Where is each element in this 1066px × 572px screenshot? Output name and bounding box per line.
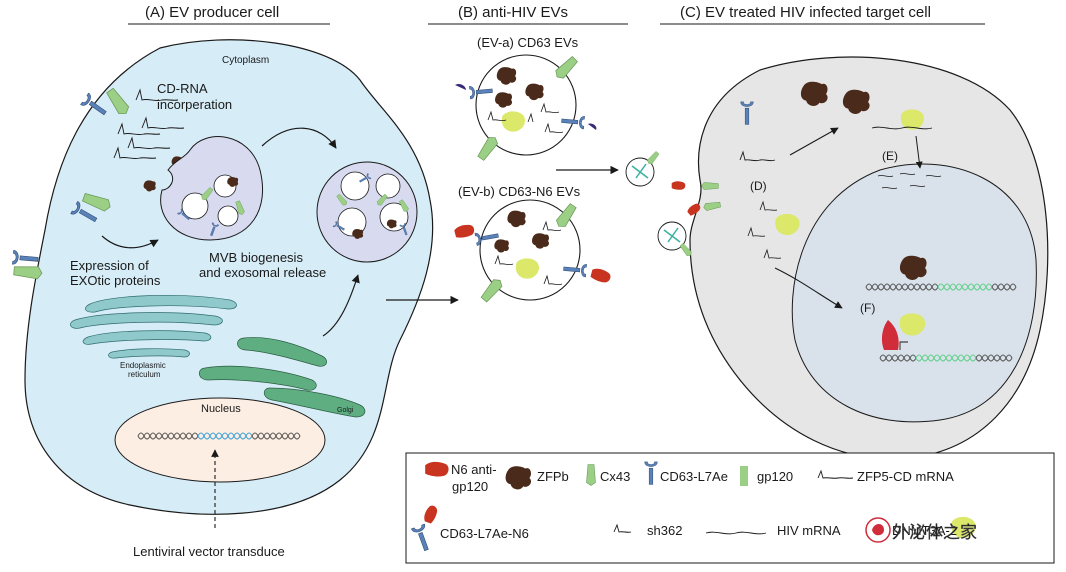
sh362-legend-icon — [613, 523, 632, 533]
ilv-group-1 — [177, 174, 246, 237]
n6-icon — [671, 181, 686, 190]
ev-b — [479, 199, 581, 301]
gp120-icon — [701, 182, 719, 190]
mrna-strand — [127, 136, 171, 150]
cd63-l7ae-icon — [12, 249, 39, 267]
cd63-l7ae-n6-icon — [881, 320, 899, 350]
legend-zfpb: ZFPb — [537, 469, 569, 484]
zfp5-mrna-legend-icon — [817, 469, 854, 479]
cx43-icon — [646, 150, 660, 166]
target-dna-2 — [879, 354, 1013, 362]
zfp5-cd-mrna-group — [113, 88, 185, 160]
label-d: (D) — [750, 179, 767, 193]
legend-gp120: gp120 — [757, 469, 793, 484]
ev-a-contents — [455, 54, 597, 162]
producer-nucleus — [114, 397, 326, 483]
legend-n6-2: gp120 — [452, 479, 488, 494]
cx43-legend-icon — [586, 464, 596, 486]
label-e: (E) — [882, 149, 898, 163]
legend-box — [405, 452, 1055, 564]
mvb-label-2: and exosomal release — [199, 265, 326, 280]
legend-dnmt: DNMT3A-2 — [892, 523, 957, 538]
arrow-degradation — [915, 135, 923, 169]
arrow-mvb-to-mature — [261, 127, 337, 149]
legend-sh362: sh362 — [647, 523, 682, 538]
transduce-label: Lentiviral vector transduce — [133, 544, 285, 559]
mrna-strand — [113, 146, 157, 160]
panel-b-title: (B) anti-HIV EVs — [458, 4, 568, 21]
expression-label-1: Expression of — [70, 258, 149, 273]
zfp5-cd-mrna — [739, 150, 776, 162]
degraded-mrna — [877, 173, 942, 189]
mvb-label-1: MVB biogenesis — [209, 250, 303, 265]
cytoplasm-label: Cytoplasm — [222, 55, 269, 66]
arrow-golgi-to-mvb — [322, 274, 360, 337]
ilv-group-2 — [332, 171, 410, 239]
legend-cd63l7aen6: CD63-L7Ae-N6 — [440, 526, 529, 541]
cx43-icon — [13, 264, 43, 280]
watermark-logo: 外泌体之家 — [865, 517, 977, 543]
legend-zfp5mrna: ZFP5-CD mRNA — [857, 469, 954, 484]
sh362-bound — [899, 341, 908, 350]
golgi-apparatus — [199, 337, 366, 418]
arrow-expression-to-mvb — [101, 235, 159, 249]
producer-dna — [137, 432, 301, 440]
sh362-strands — [747, 200, 782, 259]
legend-n6-1: N6 anti- — [451, 462, 497, 477]
panel-a-title: (A) EV producer cell — [145, 4, 279, 21]
er-label-1: Endoplasmic — [120, 361, 166, 370]
mrna-strand — [117, 122, 161, 136]
ev-a-label: (EV-a) CD63 EVs — [477, 35, 579, 50]
gp120-legend-icon — [740, 466, 748, 486]
arrow-to-translation — [789, 127, 839, 156]
hiv-mrna-legend-icon — [705, 531, 767, 535]
ev-b-label: (EV-b) CD63-N6 EVs — [458, 184, 581, 199]
fusing-ev-a-contents — [631, 163, 649, 179]
nucleus-label: Nucleus — [201, 403, 241, 415]
arrow-to-nucleus — [774, 267, 843, 309]
n6-legend-icon — [425, 461, 449, 477]
legend-cx43: Cx43 — [600, 469, 630, 484]
cdrna-label-1: CD-RNA — [157, 81, 208, 96]
er-label-2: reticulum — [128, 370, 161, 379]
panel-c-title: (C) EV treated HIV infected target cell — [680, 4, 931, 21]
target-dna-1 — [865, 283, 1017, 291]
fusing-ev-b-contents — [663, 227, 681, 243]
mrna-strand — [135, 88, 179, 102]
legend-hivmrna: HIV mRNA — [777, 523, 841, 538]
mrna-strand — [141, 116, 185, 130]
ev-b-contents — [453, 202, 612, 304]
expression-label-2: EXOtic proteins — [70, 273, 161, 288]
golgi-label: Golgi — [337, 407, 354, 414]
endoplasmic-reticulum — [70, 295, 237, 359]
cdrna-label-2: incorperation — [157, 97, 232, 112]
legend-cd63l7ae: CD63-L7Ae — [660, 469, 728, 484]
label-f: (F) — [860, 301, 875, 315]
watermark-text: 外泌体之家 — [892, 523, 977, 542]
hiv-mrna — [871, 126, 933, 130]
